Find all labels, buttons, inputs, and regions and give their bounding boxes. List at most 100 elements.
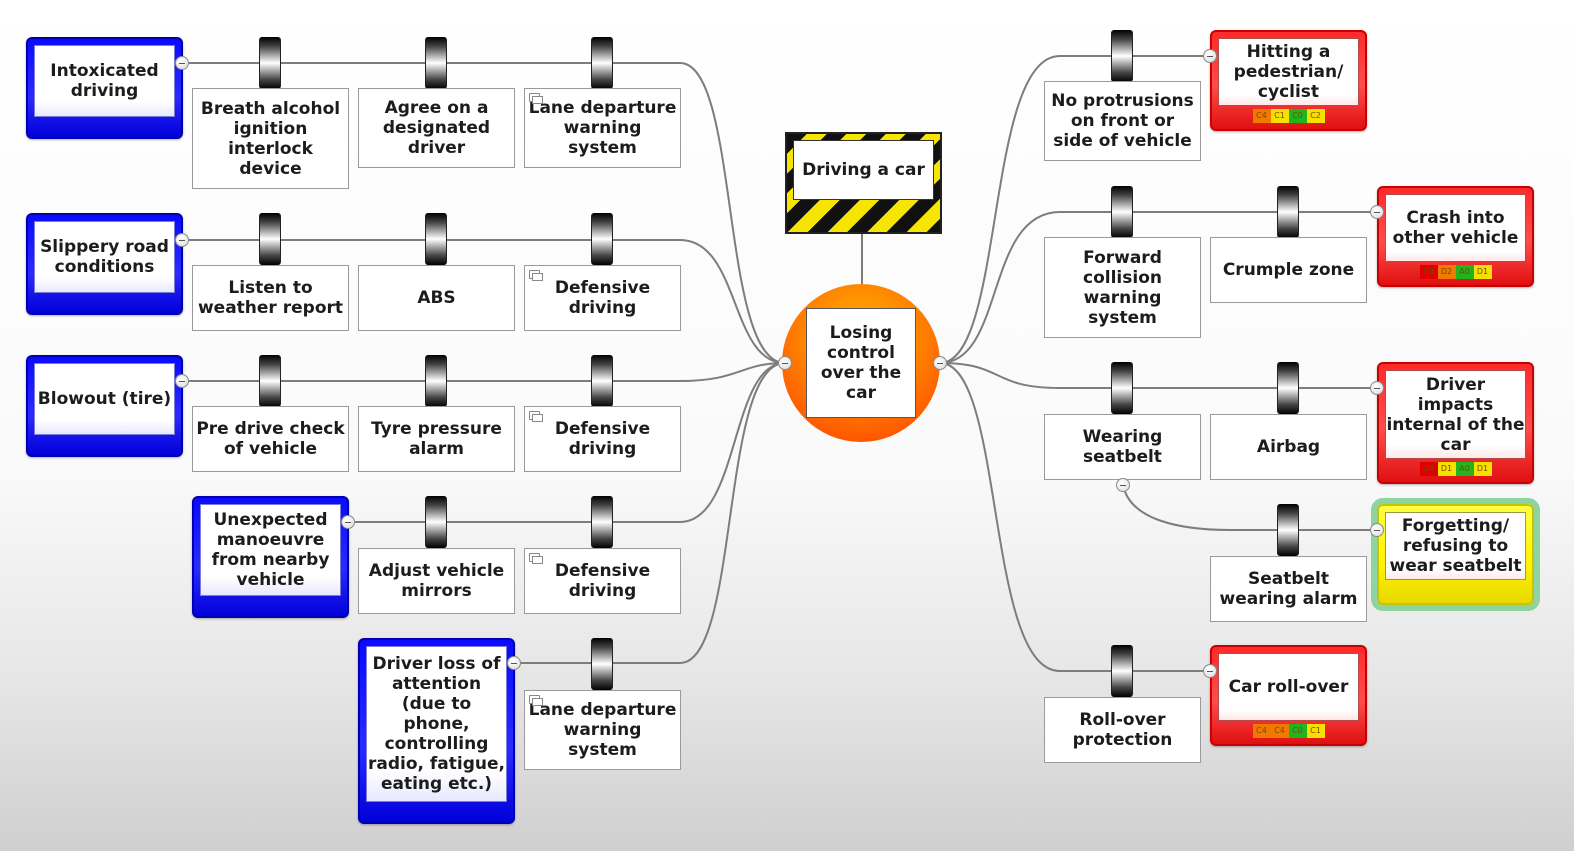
barrier-label: Agree on a designated driver [382,98,491,158]
barrier-node[interactable]: Defensive driving [524,406,681,472]
barrier-label: Breath alcohol ignition interlock device [200,98,341,179]
risk-badge: A0 [1455,265,1474,279]
barrier-post-icon [425,355,447,407]
connector-line [188,239,786,364]
barrier-post-icon [425,213,447,265]
barrier-node[interactable]: Breath alcohol ignition interlock device [192,88,349,189]
barrier-node[interactable]: Pre drive check of vehicle [192,406,349,472]
barrier-post-icon [259,355,281,407]
threat-label-box: Driver loss of attention (due to phone, … [366,646,507,802]
risk-badge: C4 [1270,724,1289,738]
barrier-node[interactable]: Agree on a designated driver [358,88,515,168]
risk-badge: D4 [1419,462,1438,476]
risk-badge: C4 [1252,109,1271,123]
collapse-icon[interactable] [175,374,189,388]
barrier-node[interactable]: Airbag [1210,414,1367,480]
barrier-node[interactable]: Seatbelt wearing alarm [1210,556,1367,622]
risk-badge: D1 [1473,462,1492,476]
barrier-node[interactable]: Roll-over protection [1044,697,1201,763]
threat-slippery-road[interactable]: Slippery road conditions [26,213,183,315]
barrier-node[interactable]: No protrusions on front or side of vehic… [1044,81,1201,161]
connector-line [520,362,786,664]
document-icon[interactable] [529,553,543,564]
consequence-label-box: Hitting a pedestrian/ cyclist [1218,38,1359,106]
connector-line [188,362,786,382]
barrier-post-icon [591,638,613,690]
collapse-icon[interactable] [341,515,355,529]
hazard-label-box: Driving a car [793,140,934,200]
top-event-label-box: Losing control over the car [806,308,916,418]
threat-label: Slippery road conditions [40,237,169,277]
barrier-label: Tyre pressure alarm [371,419,502,459]
barrier-node[interactable]: Crumple zone [1210,237,1367,303]
collapse-left-icon[interactable] [778,356,792,370]
connector-line [939,362,1210,672]
connector-line [939,211,1377,364]
consequence-label-box: Crash into other vehicle [1385,194,1526,262]
consequence-label: Forgetting/ refusing to wear seatbelt [1389,516,1522,576]
collapse-right-icon[interactable] [933,356,947,370]
barrier-post-icon [591,496,613,548]
top-event-node[interactable]: Losing control over the car [782,284,940,442]
barrier-node[interactable]: Wearing seatbelt [1044,414,1201,480]
barrier-node[interactable]: Defensive driving [524,548,681,614]
collapse-icon[interactable] [1370,381,1384,395]
barrier-node[interactable]: Listen to weather report [192,265,349,331]
threat-label: Unexpected manoeuvre from nearby vehicle [211,510,330,590]
barrier-label: ABS [417,288,456,308]
barrier-label: Seatbelt wearing alarm [1219,569,1358,609]
barrier-post-icon [425,496,447,548]
threat-driver-loss-of-attention[interactable]: Driver loss of attention (due to phone, … [358,638,515,824]
top-event-label: Losing control over the car [820,323,902,403]
document-icon[interactable] [529,695,543,706]
collapse-icon[interactable] [1116,478,1130,492]
document-icon[interactable] [529,93,543,104]
collapse-icon[interactable] [1370,205,1384,219]
barrier-post-icon [1277,504,1299,556]
barrier-label: No protrusions on front or side of vehic… [1051,91,1194,151]
collapse-icon[interactable] [1370,523,1384,537]
barrier-node[interactable]: Lane departure warning system [524,88,681,168]
barrier-node[interactable]: Lane departure warning system [524,690,681,770]
consequence-label: Car roll-over [1228,677,1349,697]
barrier-node[interactable]: Forward collision warning system [1044,237,1201,338]
hazard-node[interactable]: Driving a car [785,132,942,234]
barrier-node[interactable]: Defensive driving [524,265,681,331]
risk-badge: A0 [1455,462,1474,476]
document-icon[interactable] [529,270,543,281]
escalation-factor-forgetting-seatbelt[interactable]: Forgetting/ refusing to wear seatbelt [1371,498,1540,611]
consequence-label-box: Driver impacts internal of the car [1385,370,1526,459]
barrier-label: Wearing seatbelt [1082,427,1163,467]
consequence-label: Driver impacts internal of the car [1386,374,1525,455]
collapse-icon[interactable] [507,656,521,670]
collapse-icon[interactable] [1203,664,1217,678]
collapse-icon[interactable] [175,56,189,70]
barrier-post-icon [1111,362,1133,414]
connector-line [939,362,1377,389]
document-icon[interactable] [529,411,543,422]
threat-intoxicated-driving[interactable]: Intoxicated driving [26,37,183,139]
barrier-node[interactable]: Adjust vehicle mirrors [358,548,515,614]
risk-badge: D4 [1419,265,1438,279]
threat-unexpected-manoeuvre[interactable]: Unexpected manoeuvre from nearby vehicle [192,496,349,618]
barrier-post-icon [591,213,613,265]
barrier-label: Defensive driving [554,561,651,601]
barrier-label: Forward collision warning system [1083,247,1162,328]
consequence-label: Hitting a pedestrian/ cyclist [1233,42,1344,102]
threat-blowout[interactable]: Blowout (tire) [26,355,183,457]
collapse-icon[interactable] [175,233,189,247]
risk-badge: D2 [1437,265,1456,279]
collapse-icon[interactable] [1203,49,1217,63]
barrier-node[interactable]: Tyre pressure alarm [358,406,515,472]
barrier-post-icon [1111,645,1133,697]
threat-label: Blowout (tire) [37,389,172,409]
barrier-node[interactable]: ABS [358,265,515,331]
